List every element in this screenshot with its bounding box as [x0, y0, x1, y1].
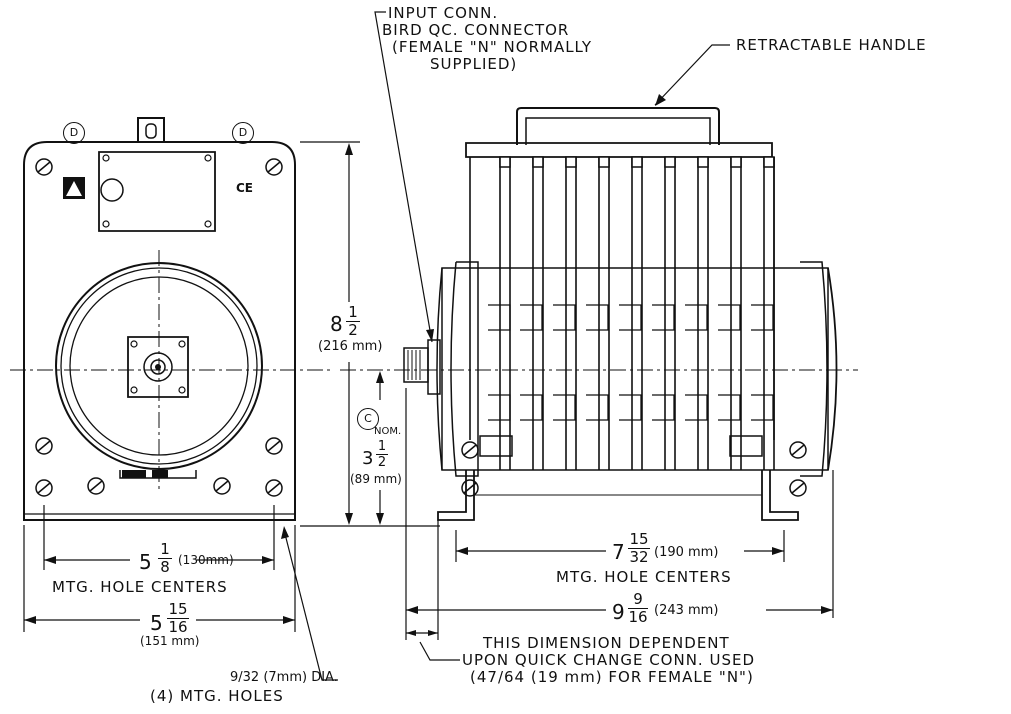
- input-conn-label: INPUT CONN.: [388, 4, 499, 22]
- fin-notch: [751, 395, 773, 420]
- right-holes-whole: 7: [612, 540, 625, 564]
- fin-plate: [632, 157, 642, 470]
- fin-cap: [566, 157, 576, 167]
- right-holes-mm: (190 mm): [654, 545, 719, 560]
- nom-label: NOM.: [374, 426, 402, 437]
- left-holes-mm: (130mm): [178, 553, 234, 567]
- fin-cap: [599, 157, 609, 167]
- fin-notch: [652, 395, 674, 420]
- fin-notch: [619, 305, 641, 330]
- front-view: [24, 118, 295, 520]
- fin-plate: [698, 157, 708, 470]
- fin-notch: [652, 305, 674, 330]
- front-screws: [36, 159, 282, 496]
- left-holes-whole: 5: [139, 550, 152, 574]
- center-num: 1: [377, 439, 387, 454]
- tab-slot: [146, 124, 156, 138]
- center-mm: (89 mm): [350, 472, 402, 486]
- fin-notch: [520, 395, 542, 420]
- fin-cap: [500, 157, 510, 167]
- right-holes-den: 32: [629, 548, 649, 566]
- cooling-fins: [500, 157, 774, 470]
- left-width-mm: (151 mm): [140, 634, 200, 648]
- note-line-3: (47/64 (19 mm) FOR FEMALE "N"): [470, 668, 754, 686]
- fin-notch: [685, 305, 707, 330]
- fin-plate: [500, 157, 510, 470]
- connector-flange: [128, 337, 188, 397]
- left-width-whole: 5: [150, 611, 163, 635]
- fin-plate: [665, 157, 675, 470]
- female-n-label: (FEMALE "N" NORMALLY: [392, 38, 593, 56]
- left-holes-num: 1: [160, 540, 170, 558]
- handle-label: RETRACTABLE HANDLE: [736, 36, 927, 54]
- fin-notch: [553, 395, 575, 420]
- callout-d-left: D: [63, 122, 85, 144]
- supplied-label: SUPPLIED): [430, 55, 518, 73]
- center-den: 2: [377, 455, 387, 470]
- top-frame: [466, 143, 772, 157]
- fin-cap: [698, 157, 708, 167]
- dimension-lines: [24, 12, 833, 680]
- right-holes-num: 15: [629, 530, 649, 548]
- fin-notch: [718, 395, 740, 420]
- mtg-centers-right: MTG. HOLE CENTERS: [556, 568, 732, 586]
- fin-plate: [566, 157, 576, 470]
- right-len-den: 16: [628, 608, 648, 626]
- fin-notch: [553, 305, 575, 330]
- fin-cap: [533, 157, 543, 167]
- fin-cap: [665, 157, 675, 167]
- fin-cap: [764, 157, 774, 167]
- fin-notch: [718, 305, 740, 330]
- callout-d-right: D: [232, 122, 254, 144]
- height-num: 1: [348, 303, 358, 321]
- fin-plate: [533, 157, 543, 470]
- fin-plate: [731, 157, 741, 470]
- ce-mark: CE: [236, 181, 254, 195]
- mtg-centers-left: MTG. HOLE CENTERS: [52, 578, 228, 596]
- note-line-1: THIS DIMENSION DEPENDENT: [483, 634, 730, 652]
- height-mm: (216 mm): [318, 339, 383, 354]
- height-den: 2: [348, 321, 358, 339]
- left-holes-den: 8: [160, 558, 170, 576]
- fin-notch: [520, 305, 542, 330]
- top-tab: [138, 118, 164, 142]
- fin-notch: [586, 305, 608, 330]
- mtg-holes-label: (4) MTG. HOLES: [150, 687, 284, 705]
- right-len-whole: 9: [612, 600, 625, 624]
- left-width-num: 15: [168, 600, 188, 618]
- fin-notch: [751, 305, 773, 330]
- side-view: [404, 108, 837, 520]
- nameplate: [99, 152, 215, 231]
- bird-connector-label: BIRD QC. CONNECTOR: [382, 21, 570, 39]
- callout-c: C: [357, 408, 379, 430]
- fin-plates: [470, 157, 774, 440]
- fin-notch: [488, 395, 510, 420]
- left-width-den: 16: [168, 618, 188, 636]
- right-len-num: 9: [633, 590, 643, 608]
- holes-dia-label: 9/32 (7mm) DIA.: [230, 670, 338, 685]
- right-len-mm: (243 mm): [654, 603, 719, 618]
- center-whole: 3: [362, 448, 374, 469]
- fin-notch: [488, 305, 510, 330]
- fin-cap: [632, 157, 642, 167]
- height-whole: 8: [330, 312, 343, 336]
- note-line-2: UPON QUICK CHANGE CONN. USED: [462, 651, 755, 669]
- front-housing: [24, 142, 295, 520]
- fin-notch: [685, 395, 707, 420]
- fin-notch: [586, 395, 608, 420]
- mounting-feet: [438, 470, 474, 520]
- indicator-button: [101, 179, 123, 201]
- fin-cap: [731, 157, 741, 167]
- fin-plate: [599, 157, 609, 470]
- fin-notch: [619, 395, 641, 420]
- retractable-handle: [517, 108, 719, 145]
